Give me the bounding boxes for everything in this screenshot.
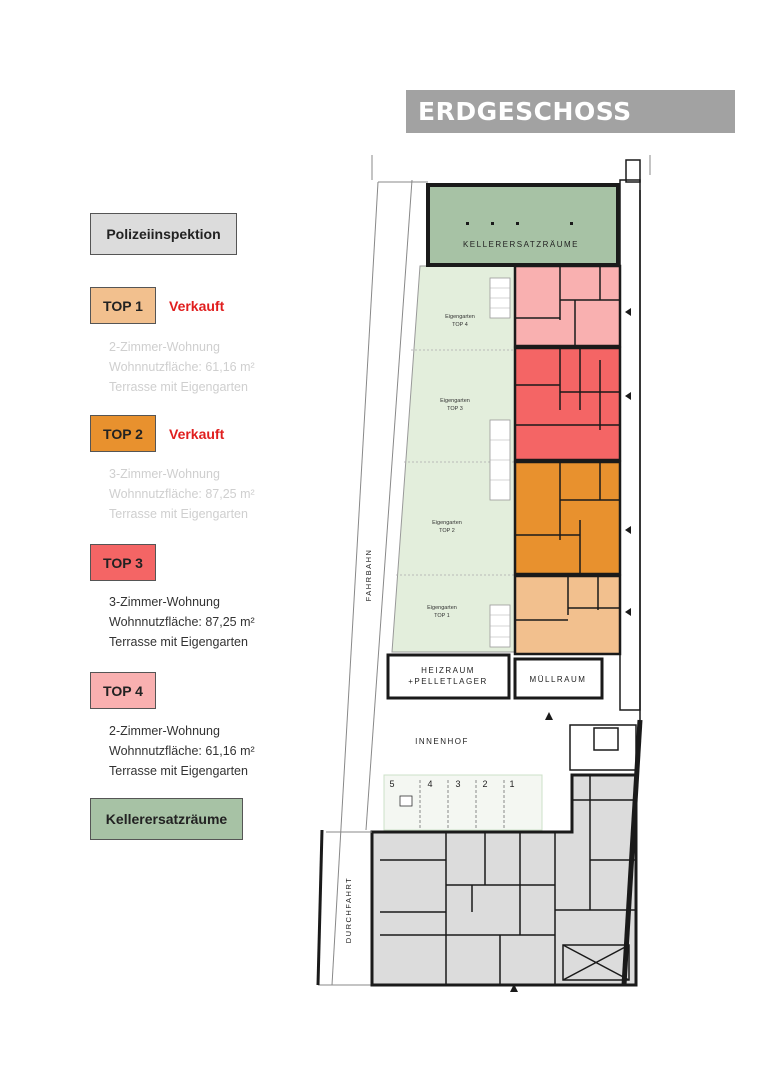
desc-line: Terrasse mit Eigengarten (109, 635, 248, 649)
accessible-parking-icon (399, 795, 413, 807)
legend-label: TOP 4 (103, 682, 143, 699)
desc-line: Wohnnutzfläche: 61,16 m² (109, 744, 255, 758)
heizraum-label: HEIZRAUM (421, 666, 475, 675)
description-top3: 3-Zimmer-Wohnung Wohnnutzfläche: 87,25 m… (109, 592, 255, 652)
muellraum (513, 657, 604, 700)
street-lines (318, 155, 651, 986)
legend-label: Polizeiinspektion (106, 226, 221, 242)
desc-line: 3-Zimmer-Wohnung (109, 467, 220, 481)
desc-line: Wohnnutzfläche: 87,25 m² (109, 615, 255, 629)
durchfahrt-label: DURCHFAHRT (344, 877, 353, 944)
heizraum (386, 653, 511, 700)
muellraum-label: MÜLLRAUM (530, 675, 587, 684)
legend-top1: TOP 1 (90, 287, 156, 324)
legend-label: TOP 3 (103, 554, 143, 571)
legend-label: Kellerersatzräume (105, 811, 228, 827)
description-top2: 3-Zimmer-Wohnung Wohnnutzfläche: 87,25 m… (109, 464, 255, 524)
garden-label-top3: Eigengarten (440, 398, 470, 404)
garden-label-top2: Eigengarten (432, 520, 462, 526)
page-title: ERDGESCHOSS (406, 90, 735, 133)
fahrbahn-label: FAHRBAHN (364, 549, 373, 602)
description-top4: 2-Zimmer-Wohnung Wohnnutzfläche: 61,16 m… (109, 721, 255, 781)
desc-line: Terrasse mit Eigengarten (109, 764, 248, 778)
garden-label-top4-unit: TOP 4 (452, 322, 468, 328)
desc-line: Wohnnutzfläche: 87,25 m² (109, 487, 255, 501)
parking-number: 3 (455, 779, 460, 789)
garden-label-top1: Eigengarten (427, 605, 457, 611)
garden-label-top1-unit: TOP 1 (434, 613, 450, 619)
status-top1: Verkauft (169, 298, 225, 314)
desc-line: 2-Zimmer-Wohnung (109, 340, 220, 354)
desc-line: Wohnnutzfläche: 61,16 m² (109, 360, 255, 374)
desc-line: Terrasse mit Eigengarten (109, 380, 248, 394)
desc-line: Terrasse mit Eigengarten (109, 507, 248, 521)
kellerersatzraeume-area (426, 183, 620, 267)
apartment-top3 (513, 346, 622, 462)
garden-label-top3-unit: TOP 3 (447, 406, 463, 412)
legend-label: TOP 1 (103, 297, 143, 314)
innenhof-label: INNENHOF (415, 737, 469, 746)
legend-top2: TOP 2 (90, 415, 156, 452)
status-top2: Verkauft (169, 426, 225, 442)
garden-label-top2-unit: TOP 2 (439, 528, 455, 534)
pelletlager-label: +PELLETLAGER (408, 677, 488, 686)
parking-number: 2 (482, 779, 487, 789)
apartment-top2 (513, 460, 622, 576)
legend-polizeiinspektion: Polizeiinspektion (90, 213, 237, 255)
legend-label: TOP 2 (103, 425, 143, 442)
desc-line: 3-Zimmer-Wohnung (109, 595, 220, 609)
legend-top4: TOP 4 (90, 672, 156, 709)
desc-line: 2-Zimmer-Wohnung (109, 724, 220, 738)
garden-label-top4: Eigengarten (445, 314, 475, 320)
apartment-top4 (513, 264, 622, 348)
parking-number: 1 (509, 779, 514, 789)
description-top1: 2-Zimmer-Wohnung Wohnnutzfläche: 61,16 m… (109, 337, 255, 397)
keller-label: KELLERERSATZRÄUME (463, 240, 579, 249)
parking-number: 5 (389, 779, 394, 789)
parking-number: 4 (427, 779, 432, 789)
legend-top3: TOP 3 (90, 544, 156, 581)
legend-kellerersatzraeume: Kellerersatzräume (90, 798, 243, 840)
